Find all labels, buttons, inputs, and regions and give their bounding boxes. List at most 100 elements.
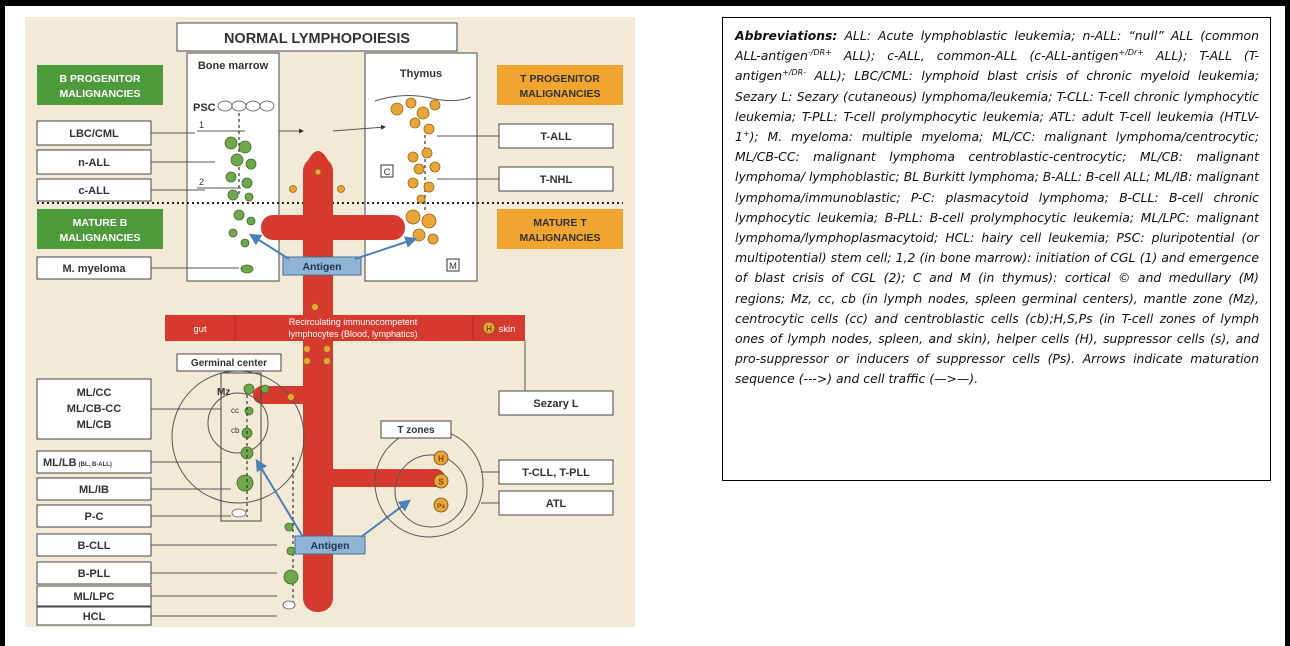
ps-label: Ps bbox=[437, 503, 445, 510]
mature-b-line1: MATURE B bbox=[73, 217, 128, 229]
recirculation-line1: Recirculating immunocompetent bbox=[289, 317, 418, 327]
b-progenitor-cell bbox=[228, 190, 238, 200]
thymocyte bbox=[408, 152, 418, 162]
marker-c: C bbox=[384, 167, 391, 178]
plasmacytoid-cell bbox=[232, 509, 246, 517]
thymocyte bbox=[422, 148, 432, 158]
b-progenitor-cell bbox=[225, 137, 237, 149]
germinal-item: ML/CB bbox=[77, 419, 112, 431]
lower-b-list: ML/IB P-C B-CLL B-PLL ML/LPC HCL bbox=[37, 478, 151, 625]
gut-label: gut bbox=[193, 324, 207, 335]
antigen-bottom-label: Antigen bbox=[310, 540, 349, 552]
cc-label: cc bbox=[231, 406, 239, 415]
psc-label: PSC bbox=[193, 102, 216, 114]
stem-cell bbox=[246, 101, 260, 111]
mature-t-cell bbox=[406, 210, 420, 224]
circulating-cell bbox=[304, 358, 311, 365]
b-progenitor-item: n-ALL bbox=[78, 157, 110, 169]
bone-marrow-panel bbox=[187, 53, 279, 281]
migrating-cell bbox=[338, 186, 345, 193]
antigen-to-tzone-arrow bbox=[361, 501, 409, 537]
germinal-item: ML/CC bbox=[77, 387, 112, 399]
mature-t-line1: MATURE T bbox=[533, 217, 587, 229]
circulating-cell bbox=[324, 346, 331, 353]
abbreviations-heading: Abbreviations: bbox=[735, 28, 837, 43]
migrating-cell bbox=[290, 186, 297, 193]
lower-b-item: ML/LPC bbox=[74, 591, 115, 603]
t-progenitor-item: T-NHL bbox=[540, 174, 573, 186]
figure-title: NORMAL LYMPHOPOIESIS bbox=[224, 31, 410, 47]
immunoblast-cell bbox=[237, 475, 253, 491]
thymocyte bbox=[406, 98, 416, 108]
sezary-label: Sezary L bbox=[533, 398, 579, 410]
mature-t-cell bbox=[428, 234, 438, 244]
thymocyte bbox=[430, 162, 440, 172]
marker-1: 1 bbox=[199, 120, 204, 130]
blood-b-cell bbox=[285, 523, 293, 531]
mature-b-cell bbox=[229, 229, 237, 237]
germinal-item: ML/CB-CC bbox=[67, 403, 121, 415]
lower-b-item: B-CLL bbox=[78, 540, 111, 552]
page-canvas: NORMAL LYMPHOPOIESIS Bone marrow Thymus … bbox=[5, 6, 1285, 646]
thymus-label: Thymus bbox=[400, 68, 442, 80]
mature-t-cell bbox=[422, 214, 436, 228]
b-progenitor-line2: MALIGNANCIES bbox=[59, 88, 140, 100]
lymphopoiesis-figure: NORMAL LYMPHOPOIESIS Bone marrow Thymus … bbox=[25, 17, 635, 627]
mature-b-cell bbox=[247, 217, 255, 225]
circulating-cell bbox=[312, 304, 319, 311]
abbreviations-text: ALL: Acute lymphoblastic leukemia; n-ALL… bbox=[735, 28, 1259, 386]
t-zones-label: T zones bbox=[397, 425, 435, 436]
migrating-cell bbox=[315, 169, 321, 175]
thymocyte bbox=[414, 164, 424, 174]
cb-label: cb bbox=[231, 426, 240, 435]
circulating-cell bbox=[304, 346, 311, 353]
antigen-to-germinal-arrow bbox=[257, 461, 303, 537]
h-label: H bbox=[438, 455, 444, 464]
b-progenitor-cell bbox=[226, 172, 236, 182]
t-zone-inner bbox=[395, 455, 467, 527]
m-myeloma-label: M. myeloma bbox=[63, 263, 127, 275]
b-progenitor-list: LBC/CML n-ALL c-ALL bbox=[37, 121, 151, 201]
lower-b-item: HCL bbox=[83, 611, 106, 623]
mature-b-cell bbox=[241, 239, 249, 247]
blood-b-cell bbox=[287, 547, 295, 555]
recirculation-line2: lymphocytes (Blood, lymphatics) bbox=[288, 329, 417, 339]
germinal-b-cell bbox=[244, 384, 254, 394]
b-progenitor-item: LBC/CML bbox=[69, 128, 119, 140]
plasma-cell bbox=[241, 265, 253, 273]
blood-b-cell bbox=[284, 570, 298, 584]
mature-b-cell bbox=[234, 210, 244, 220]
abbreviations-panel: Abbreviations: ALL: Acute lymphoblastic … bbox=[722, 17, 1271, 481]
b-progenitor-item: c-ALL bbox=[78, 185, 109, 197]
circulating-cell bbox=[324, 358, 331, 365]
mature-t-line2: MALIGNANCIES bbox=[519, 232, 600, 244]
germinal-center-label: Germinal center bbox=[191, 358, 267, 369]
stem-cell bbox=[218, 101, 232, 111]
b-progenitor-cell bbox=[246, 159, 256, 169]
germinal-b-cell bbox=[261, 385, 269, 393]
skin-label: skin bbox=[499, 324, 516, 335]
b-progenitor-cell bbox=[242, 178, 252, 188]
thymocyte bbox=[417, 107, 429, 119]
t-progenitor-line2: MALIGNANCIES bbox=[519, 88, 600, 100]
germinal-b-cell bbox=[245, 407, 253, 415]
stem-cell bbox=[260, 101, 274, 111]
b-progenitor-line1: B PROGENITOR bbox=[60, 73, 141, 85]
marker-2: 2 bbox=[199, 177, 204, 187]
skin-h-label: H bbox=[486, 325, 492, 334]
s-label: S bbox=[438, 478, 444, 487]
mz-label: Mz bbox=[217, 387, 230, 398]
migrating-cell bbox=[288, 394, 295, 401]
t-zone-branch-vessel bbox=[323, 469, 445, 487]
lower-b-item: P-C bbox=[85, 511, 104, 523]
vessel-top bbox=[305, 151, 331, 167]
t-progenitor-item: T-ALL bbox=[540, 131, 571, 143]
lower-b-item: ML/IB bbox=[79, 484, 109, 496]
lymphopoiesis-diagram: NORMAL LYMPHOPOIESIS Bone marrow Thymus … bbox=[25, 17, 635, 627]
thymocyte bbox=[424, 182, 434, 192]
thymocyte bbox=[391, 103, 403, 115]
thymocyte bbox=[430, 100, 440, 110]
stem-cell bbox=[232, 101, 246, 111]
lower-b-item: B-PLL bbox=[78, 568, 111, 580]
hairy-cell bbox=[283, 601, 295, 609]
